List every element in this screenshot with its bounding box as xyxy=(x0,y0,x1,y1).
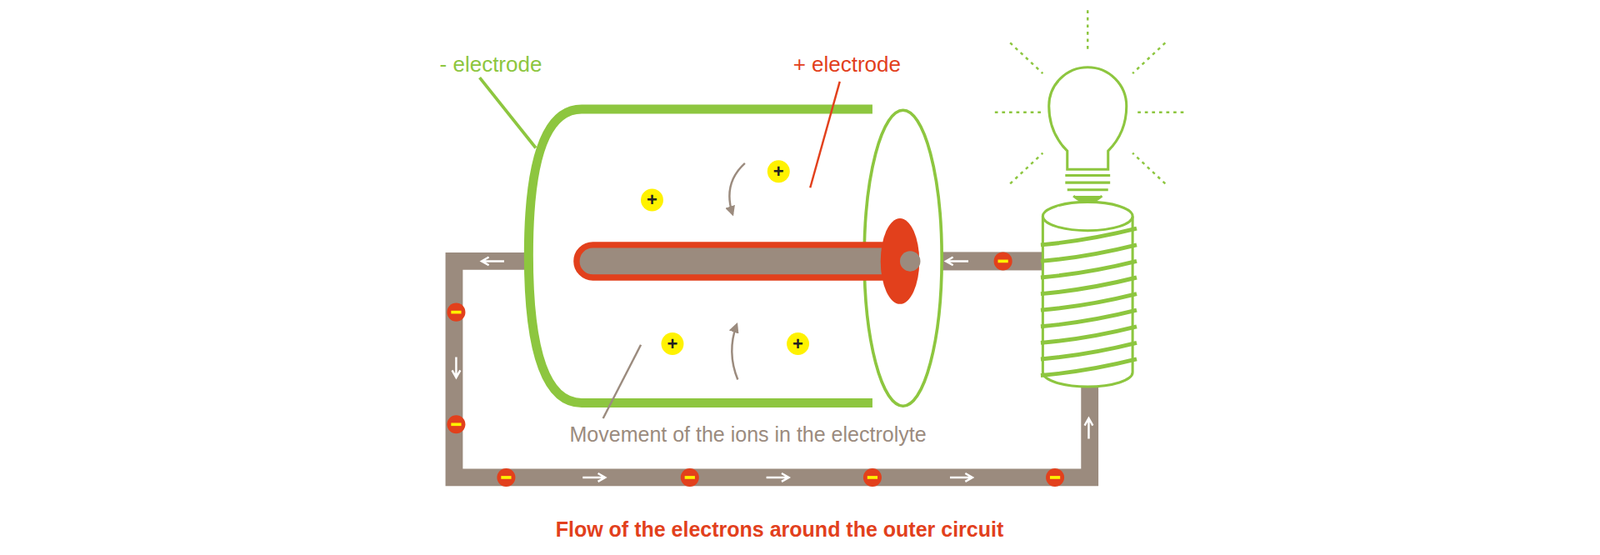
coil-winding xyxy=(1040,326,1137,344)
coil-winding xyxy=(1040,342,1137,360)
leader-line xyxy=(810,81,840,188)
ion-arrow xyxy=(729,163,745,215)
electron xyxy=(994,251,1013,270)
ion-sign: + xyxy=(667,334,679,355)
leader-line xyxy=(480,77,536,148)
electron-sign xyxy=(500,475,511,480)
electron-sign xyxy=(1050,475,1060,480)
electron xyxy=(680,468,700,487)
electrolyte-label: Movement of the ions in the electrolyte xyxy=(570,423,927,447)
electron xyxy=(496,468,515,487)
flow-arrow xyxy=(452,356,461,377)
flow-arrow xyxy=(582,473,605,482)
coil-winding xyxy=(1040,260,1137,278)
battery-cell xyxy=(528,109,942,406)
flow-arrow xyxy=(945,257,969,266)
coil-cylinder xyxy=(1040,201,1137,387)
flow-arrow xyxy=(481,257,505,266)
electron-sign xyxy=(685,475,695,480)
ion-sign: + xyxy=(646,190,658,210)
electron xyxy=(863,468,882,487)
electron-sign xyxy=(450,310,461,315)
ion-sign: + xyxy=(773,161,785,182)
leader-line xyxy=(603,345,641,419)
coil-winding xyxy=(1040,277,1137,295)
coil-winding xyxy=(1040,359,1137,376)
coil-winding xyxy=(1040,294,1137,311)
flow-arrow xyxy=(766,473,790,482)
outer-wire xyxy=(454,251,1090,478)
electron-sign xyxy=(998,260,1009,264)
electrons xyxy=(446,251,1093,487)
flow-arrow xyxy=(950,473,973,482)
electron-sign xyxy=(450,422,461,426)
ion-arrow xyxy=(731,324,738,380)
electrode-label: - electrode xyxy=(440,52,543,77)
electron xyxy=(446,415,465,434)
coil-winding xyxy=(1040,228,1137,245)
light-bulb xyxy=(1049,67,1127,203)
electron xyxy=(1045,468,1065,487)
ion-sign: + xyxy=(792,334,804,355)
electron xyxy=(446,303,465,322)
electrode-label: + electrode xyxy=(793,52,901,77)
caption: Flow of the electrons around the outer c… xyxy=(555,518,1005,542)
flow-arrow xyxy=(1085,418,1094,439)
coil-winding xyxy=(1040,245,1137,262)
coil-winding xyxy=(1040,310,1137,327)
ion-circles xyxy=(640,160,810,355)
electron-sign xyxy=(867,475,878,480)
light-rays xyxy=(995,10,1184,184)
